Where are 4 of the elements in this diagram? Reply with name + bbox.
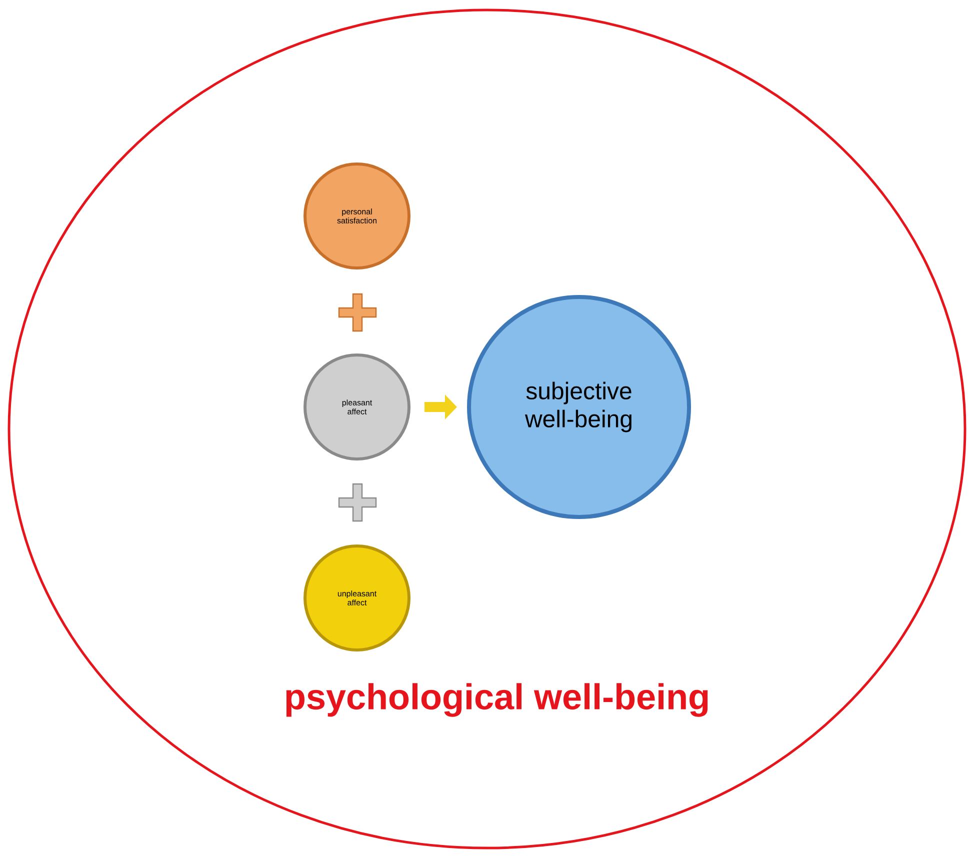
circle-node: subjective well-being: [467, 295, 691, 519]
circle-node: unpleasant affect: [304, 544, 410, 652]
circle-node: personal satisfaction: [304, 162, 410, 270]
circle-node: pleasant affect: [304, 354, 410, 460]
